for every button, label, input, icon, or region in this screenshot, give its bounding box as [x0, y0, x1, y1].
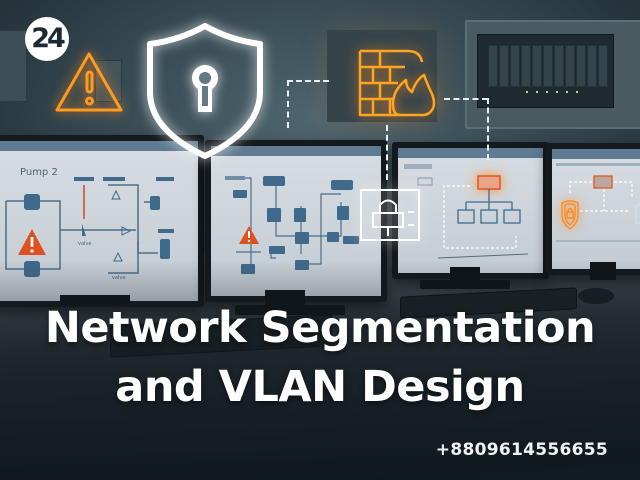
- window-titlebar: [211, 146, 381, 156]
- warning-triangle-icon: [18, 229, 46, 255]
- firewall-enclosure: [327, 30, 437, 122]
- connector-line: [487, 98, 489, 160]
- wall-panel: [0, 30, 27, 102]
- shield-lock-icon: [561, 200, 579, 230]
- connector-line: [287, 80, 289, 128]
- pump-diagram: [5, 177, 174, 277]
- window-titlebar: [552, 149, 640, 159]
- vlan-tree-diagram: [404, 164, 529, 259]
- brand-logo[interactable]: 24: [25, 17, 69, 61]
- wall-panel: [95, 60, 122, 102]
- monitor-right-screen: [552, 149, 640, 269]
- connector-line: [287, 80, 329, 82]
- house-icon: [635, 202, 640, 224]
- segmentation-diagram: [556, 163, 640, 242]
- server-cabinet: [465, 20, 640, 129]
- window-titlebar: [0, 141, 198, 151]
- headline-line-2: and VLAN Design: [115, 362, 525, 412]
- server-rack: [477, 34, 614, 108]
- contact-phone[interactable]: +8809614556655: [435, 440, 608, 460]
- vlan-root-node: [477, 175, 501, 190]
- monitor-center-right: [392, 142, 549, 279]
- segment-node: [593, 175, 613, 189]
- diagram-label-pump: Pump 2: [20, 167, 58, 178]
- diagram-label-valve: valve: [78, 241, 92, 247]
- window-titlebar: [398, 148, 543, 158]
- brand-logo-text: 24: [31, 23, 66, 54]
- text-overlay-gradient: [0, 260, 640, 480]
- connector-line: [444, 98, 488, 100]
- monitor-right: [546, 143, 640, 275]
- warning-triangle-icon: [239, 226, 259, 244]
- headline-line-1: Network Segmentation: [44, 303, 596, 353]
- connector-line: [386, 125, 388, 180]
- monitor-center-right-screen: [398, 148, 543, 273]
